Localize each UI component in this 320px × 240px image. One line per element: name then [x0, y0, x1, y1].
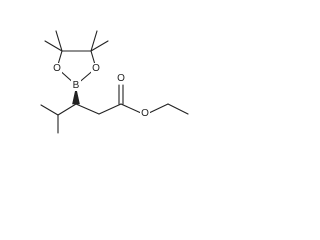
atom-oxygen-ester: O: [140, 108, 150, 119]
bond-c3-ch2: [75, 103, 100, 115]
atom-boron: B: [71, 80, 81, 91]
bond-ch2-carbonyl: [98, 103, 122, 115]
molecule-canvas: B O O O O: [0, 0, 220, 160]
atom-oxygen-carbonyl: O: [116, 73, 126, 84]
atom-oxygen-ring-right: O: [91, 63, 101, 74]
methyl-bond-3: [90, 30, 98, 52]
atom-label-oxygen-carbonyl: O: [117, 73, 125, 84]
methyl-bond-1: [44, 40, 63, 52]
atom-label-boron: B: [73, 80, 80, 91]
structure-diagram: B O O O O: [40, 30, 189, 134]
atom-label-oxygen-ring-right: O: [92, 63, 100, 74]
atom-oxygen-ring-left: O: [52, 63, 62, 74]
methyl-bond-2: [55, 30, 63, 52]
bond-carbonyl-ester-o: [120, 103, 142, 114]
atom-label-oxygen-ester: O: [141, 108, 149, 119]
bond-ester-o-ch2: [148, 103, 169, 114]
bond-ch-me-up: [40, 104, 59, 116]
methyl-bond-4: [90, 40, 109, 52]
atom-label-oxygen-ring-left: O: [53, 63, 61, 74]
bond-ethyl: [167, 103, 189, 115]
bond-c3-ch: [57, 103, 77, 116]
